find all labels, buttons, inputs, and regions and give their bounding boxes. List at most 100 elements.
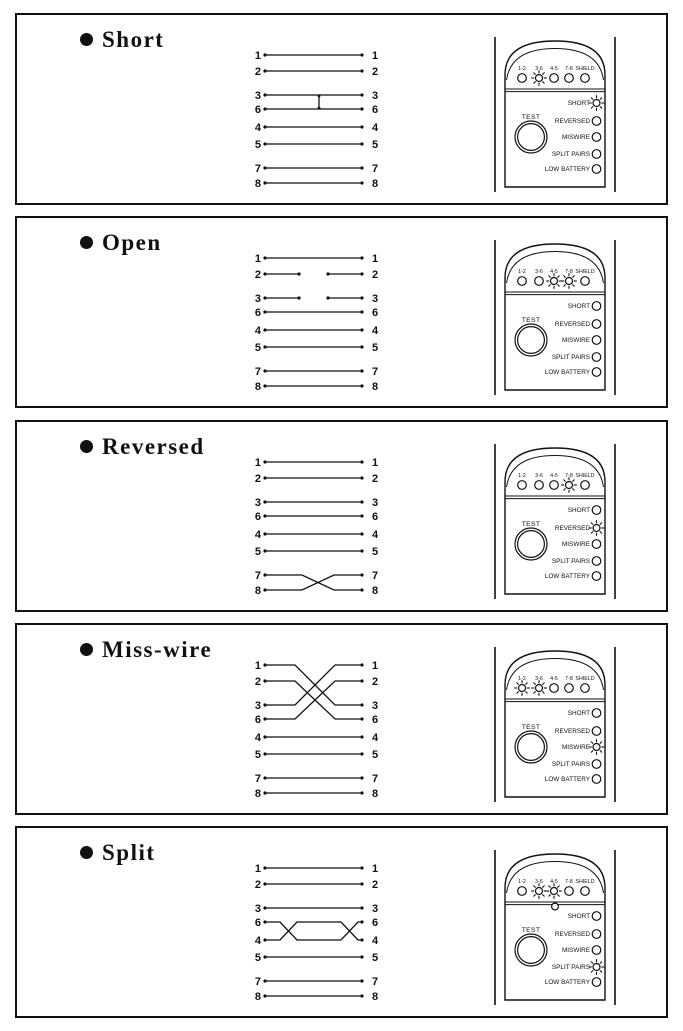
pair-led-label: 1-2 <box>518 676 526 682</box>
pin-label-right: 8 <box>372 788 378 800</box>
panel-title-text: Miss-wire <box>102 636 213 662</box>
unlit-led-above-short <box>550 902 559 911</box>
status-led-icon <box>591 539 602 549</box>
pin-label-left: 8 <box>255 585 261 597</box>
status-led-label: SPLIT PAIRS <box>552 558 590 565</box>
status-led-label: SHORT <box>568 100 590 107</box>
status-led-icon <box>591 945 602 955</box>
panel-title: Split <box>80 838 156 866</box>
status-led-icon <box>591 759 602 769</box>
wire-end-dot <box>263 369 267 373</box>
pair-led-label: SHIELD <box>575 473 594 479</box>
pair-led-label: 3-6 <box>535 879 543 885</box>
pin-label-right: 3 <box>372 903 378 915</box>
wire-end-dot <box>263 256 267 260</box>
pin-label-right: 6 <box>372 511 378 523</box>
wire-end-dot <box>360 588 364 592</box>
tester-dome-inner-arc <box>506 657 604 691</box>
wire-end-dot <box>360 994 364 998</box>
pair-led-icon <box>549 480 559 490</box>
pin-label-left: 1 <box>255 457 261 469</box>
pair-led-label: 7-8 <box>565 473 573 479</box>
wire-end-dot <box>360 955 364 959</box>
pair-led-lit-icon <box>546 883 562 899</box>
wire-end-dot <box>263 476 267 480</box>
pair-led-lit-icon <box>531 70 547 86</box>
wire-end-dot <box>360 369 364 373</box>
pin-label-right: 1 <box>372 457 378 469</box>
pin-label-right: 1 <box>372 863 378 875</box>
status-led-label: SHORT <box>568 913 590 920</box>
panel-title: Reversed <box>80 432 205 460</box>
pin-label-left: 3 <box>255 90 261 102</box>
status-led-label: LOW BATTERY <box>545 369 591 376</box>
status-led-label: SPLIT PAIRS <box>552 964 590 971</box>
status-led-label: REVERSED <box>555 118 591 125</box>
wire-end-dot <box>360 882 364 886</box>
pin-label-left: 8 <box>255 178 261 190</box>
wire <box>265 664 362 706</box>
pair-led-lit-icon <box>531 680 547 696</box>
pair-led-label: 3-6 <box>535 676 543 682</box>
pair-led-label: 7-8 <box>565 676 573 682</box>
wire-end-dot <box>263 588 267 592</box>
pin-label-right: 4 <box>372 325 379 337</box>
wire-end-dot <box>263 69 267 73</box>
pin-label-left: 5 <box>255 342 261 354</box>
wire-end-dot <box>263 107 267 111</box>
wire-end-dot <box>360 776 364 780</box>
wire-end-dot <box>263 142 267 146</box>
panel-title-text: Short <box>102 26 165 52</box>
pin-label-right: 2 <box>372 269 378 281</box>
wire <box>265 680 362 720</box>
status-led-label: MISWIRE <box>562 947 590 954</box>
tester-dome-inner-arc <box>506 47 604 81</box>
wire-end-dot <box>263 125 267 129</box>
status-led-label: MISWIRE <box>562 134 590 141</box>
wire-end-dot <box>263 866 267 870</box>
wire-end-dot <box>360 125 364 129</box>
wire-end-dot <box>360 310 364 314</box>
status-led-label: SHORT <box>568 507 590 514</box>
pin-label-left: 2 <box>255 66 261 78</box>
wire-end-dot <box>360 166 364 170</box>
pin-label-left: 8 <box>255 788 261 800</box>
pair-led-icon <box>517 480 527 490</box>
pair-led-label: 3-6 <box>535 66 543 72</box>
pin-label-right: 6 <box>372 714 378 726</box>
pin-label-left: 4 <box>255 325 262 337</box>
pin-label-left: 3 <box>255 293 261 305</box>
wire-end-dot <box>360 272 364 276</box>
status-led-icon <box>591 726 602 736</box>
pin-label-left: 6 <box>255 511 261 523</box>
pair-led-label: 4-5 <box>550 879 558 885</box>
pin-label-right: 5 <box>372 139 378 151</box>
pin-label-left: 7 <box>255 773 261 785</box>
pair-led-label: SHIELD <box>575 676 594 682</box>
panel-title: Miss-wire <box>80 635 212 663</box>
pair-led-lit-icon <box>531 883 547 899</box>
pair-led-icon <box>580 73 590 83</box>
wire-end-dot <box>360 500 364 504</box>
pair-led-icon <box>549 73 559 83</box>
tester-dome-inner-arc <box>506 250 604 284</box>
pin-label-right: 3 <box>372 293 378 305</box>
status-led-label: SHORT <box>568 710 590 717</box>
wire-end-dot <box>360 752 364 756</box>
wire-end-dot <box>360 476 364 480</box>
pin-label-right: 7 <box>372 773 378 785</box>
pin-label-left: 2 <box>255 676 261 688</box>
pin-label-left: 6 <box>255 917 261 929</box>
panel-title: Open <box>80 228 162 256</box>
status-led-label: LOW BATTERY <box>545 776 591 783</box>
pin-label-right: 5 <box>372 342 378 354</box>
wire-end-dot <box>263 345 267 349</box>
wire <box>265 574 362 591</box>
status-led-icon <box>591 116 602 126</box>
status-led-label: MISWIRE <box>562 541 590 548</box>
